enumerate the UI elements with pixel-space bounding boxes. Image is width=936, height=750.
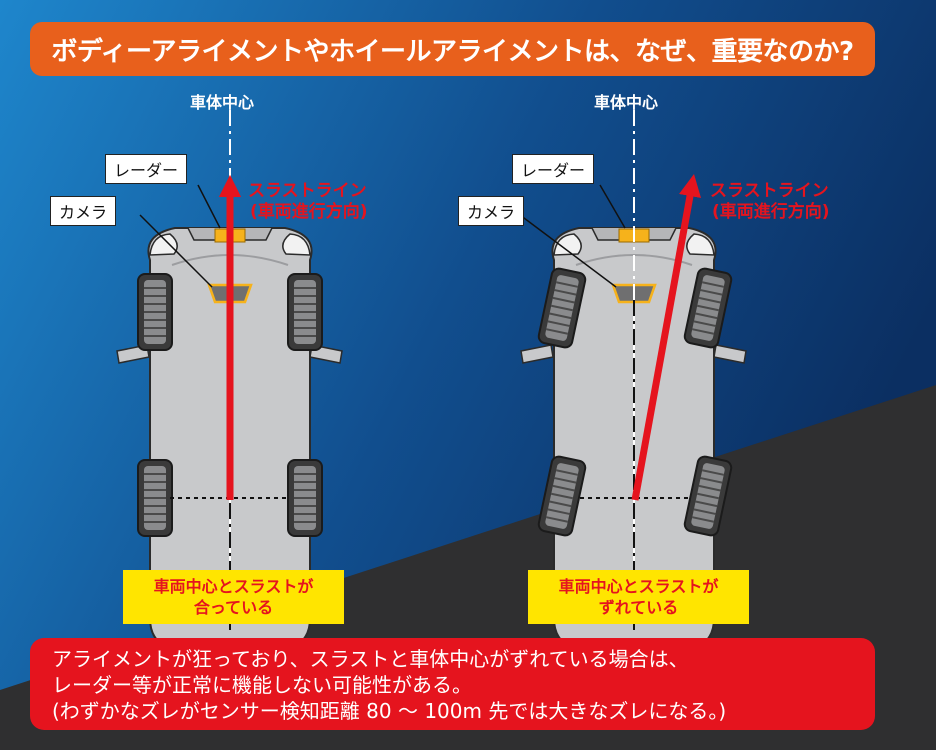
left-camera-label: カメラ [50, 196, 117, 226]
right-camera-leader [519, 214, 617, 288]
left-camera-leader [139, 214, 213, 288]
left-car-front-left-tire [137, 273, 173, 351]
right-thrust-arrow [631, 173, 702, 501]
right-status-line2: ずれている [598, 598, 679, 617]
right-status-badge: 車両中心とスラストが ずれている [528, 570, 749, 624]
left-thrust-label: スラストライン (車両進行方向) [248, 181, 368, 223]
left-thrust-title: スラストライン [248, 181, 367, 201]
right-radar-label: レーダー [512, 154, 595, 184]
note-line1: アライメントが狂っており、スラストと車体中心がずれている場合は、 [52, 647, 689, 671]
right-thrust-label: スラストライン (車両進行方向) [710, 181, 830, 223]
left-radar-leader [197, 184, 221, 229]
left-body-center-label: 車体中心 [190, 93, 255, 112]
right-body-center-label: 車体中心 [594, 93, 659, 112]
page-title: ボディーアライメントやホイールアライメントは、なぜ、重要なのか? [30, 22, 875, 76]
right-radar-leader [599, 184, 626, 229]
left-status-line2: 合っている [193, 598, 274, 617]
right-camera-label: カメラ [458, 196, 525, 226]
left-car-rear-right-tire [287, 459, 323, 537]
left-radar-label: レーダー [105, 154, 188, 184]
left-car-front-right-tire [287, 273, 323, 351]
left-thrust-subtitle: (車両進行方向) [250, 202, 368, 222]
left-car-rear-left-tire [137, 459, 173, 537]
note-line2: レーダー等が正常に機能しない可能性がある。 [52, 673, 472, 697]
right-thrust-subtitle: (車両進行方向) [712, 202, 830, 222]
bottom-note: アライメントが狂っており、スラストと車体中心がずれている場合は、 レーダー等が正… [30, 638, 875, 730]
right-status-line1: 車両中心とスラストが [558, 577, 719, 596]
note-line3: (わずかなズレがセンサー検知距離 80 ～ 100m 先では大きなズレになる。) [52, 699, 727, 723]
left-status-line1: 車両中心とスラストが [153, 577, 314, 596]
right-thrust-title: スラストライン [710, 181, 829, 201]
left-status-badge: 車両中心とスラストが 合っている [123, 570, 344, 624]
